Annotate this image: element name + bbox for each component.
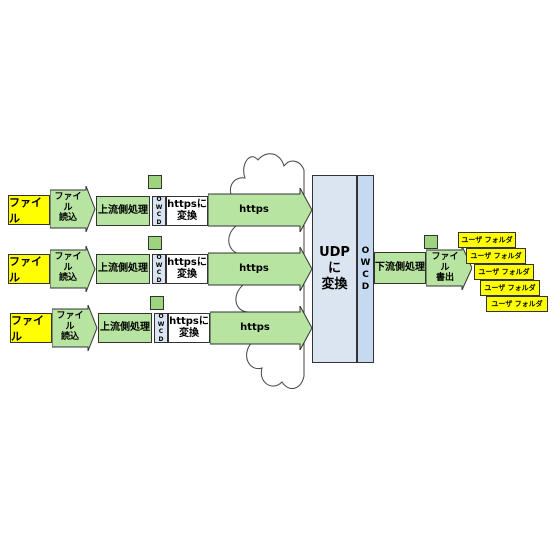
owcd-letter: D bbox=[156, 276, 162, 284]
https-arrow bbox=[210, 306, 312, 350]
owcd-letter: O bbox=[158, 313, 164, 320]
user-folder: ユーザ フォルダ bbox=[486, 296, 548, 312]
upstream-box: 上流側処理 bbox=[96, 254, 150, 284]
status-square bbox=[148, 175, 162, 189]
file-box: ファイル bbox=[8, 195, 50, 225]
https-arrow bbox=[208, 247, 312, 291]
owcd-letter: W bbox=[157, 320, 165, 328]
convert-box: httpsに 変換 bbox=[166, 254, 208, 284]
https-label: https bbox=[239, 262, 269, 274]
owcd-letter: O bbox=[156, 196, 162, 203]
upstream-box: 上流側処理 bbox=[96, 196, 150, 226]
status-square bbox=[150, 296, 164, 310]
user-folder: ユーザ フォルダ bbox=[480, 280, 540, 296]
convert-box: httpsに 変換 bbox=[166, 196, 208, 226]
read-arrow bbox=[50, 186, 96, 232]
owcd-letter: W bbox=[155, 203, 163, 211]
user-folder: ユーザ フォルダ bbox=[458, 232, 516, 248]
read-arrow bbox=[50, 246, 96, 292]
owcd-letter: C bbox=[158, 328, 164, 335]
convert-box: httpsに 変換 bbox=[168, 313, 210, 343]
owcd-letter: C bbox=[156, 269, 162, 276]
owcd-letter: O bbox=[156, 254, 162, 261]
owcd-letter: D bbox=[361, 282, 370, 293]
status-square bbox=[424, 235, 438, 249]
upstream-box: 上流側処理 bbox=[98, 313, 152, 343]
owcd-letter: C bbox=[362, 270, 369, 280]
file-box: ファイル bbox=[8, 254, 50, 284]
write-label: ファイル 書出 bbox=[431, 251, 459, 284]
file-box: ファイル bbox=[10, 313, 52, 343]
https-label: https bbox=[239, 203, 269, 215]
user-folder: ユーザ フォルダ bbox=[474, 264, 534, 280]
owcd-letter: O bbox=[361, 245, 370, 256]
write-arrow bbox=[426, 246, 472, 290]
owcd-letter: D bbox=[158, 335, 164, 343]
status-square bbox=[148, 236, 162, 250]
udp-convert-box: UDPに 変換 bbox=[312, 175, 357, 363]
read-label: ファイル 読込 bbox=[56, 310, 84, 343]
read-label: ファイル 読込 bbox=[54, 191, 82, 224]
read-arrow bbox=[52, 305, 98, 351]
read-label: ファイル 読込 bbox=[54, 251, 82, 284]
https-label: https bbox=[240, 321, 270, 333]
owcd-letter: D bbox=[156, 218, 162, 226]
owcd-letter: C bbox=[156, 211, 162, 218]
https-arrow bbox=[208, 188, 312, 232]
user-folder: ユーザ フォルダ bbox=[466, 248, 526, 264]
owcd-letter: W bbox=[360, 257, 371, 268]
owcd-letter: W bbox=[155, 261, 163, 269]
downstream-box: 下流側処理 bbox=[374, 252, 426, 284]
